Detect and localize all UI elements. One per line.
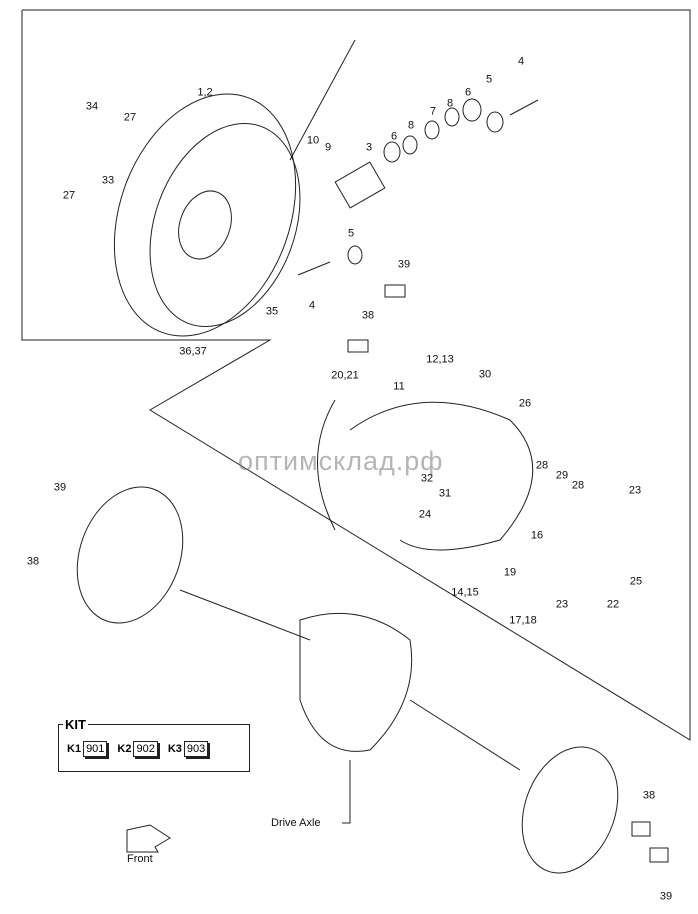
boot-5a [486,111,504,133]
callout-28a: 28 [535,459,549,472]
kit-title: KIT [63,717,88,732]
kit-items: K1 901 K2 902 K3 903 [67,741,209,757]
callout-17-18: 17,18 [509,614,537,627]
brake-cable [289,39,356,161]
piston-6b [462,98,482,122]
axle-shaft-left [179,589,311,641]
callout-14-15: 14,15 [451,586,479,599]
kit-item-k3: K3 903 [167,741,209,757]
callout-4b: 4 [308,299,316,312]
wheel-cylinder [334,161,386,209]
callout-29: 29 [555,469,569,482]
backing-plate [76,486,184,624]
callout-20-21: 20,21 [331,369,359,382]
callout-35: 35 [265,305,279,318]
callout-10: 10 [306,134,320,147]
boot-5b [347,245,363,265]
callout-32: 32 [420,472,434,485]
callout-31: 31 [438,487,452,500]
callout-11: 11 [393,380,405,393]
callout-36-37: 36,37 [179,345,207,358]
cup-8a [402,135,418,155]
callout-7: 7 [429,105,437,118]
front-label: Front [127,853,153,865]
kit-number: 903 [183,741,209,757]
callout-23a: 23 [628,484,642,497]
callout-6a: 6 [390,130,398,143]
callout-28b: 28 [571,479,585,492]
callout-26: 26 [518,397,532,410]
pin-4a [509,99,539,116]
brake-drum-right [521,746,619,874]
kit-key: K3 [167,743,182,755]
callout-24: 24 [418,508,432,521]
callout-4a: 4 [517,55,525,68]
callout-38c: 38 [642,789,656,802]
callout-38a: 38 [361,309,375,322]
kit-number: 901 [83,741,108,757]
bolt-39c [649,847,669,863]
callout-8a: 8 [407,119,415,132]
callout-9: 9 [324,141,332,154]
callout-27a: 27 [123,111,137,124]
bolt-38a [347,339,369,353]
callout-27b: 27 [62,189,76,202]
section-frame [21,9,691,741]
brake-shoe-left [317,399,336,531]
axle-shaft-right [409,699,521,771]
axle-housing [299,612,413,752]
kit-box: KIT K1 901 K2 902 K3 903 [58,717,250,772]
callout-30: 30 [478,368,492,381]
brake-drum [113,93,297,337]
brake-drum-inner [149,122,301,328]
bolt-39a [384,284,406,298]
callout-1-2: 1,2 [197,86,213,99]
drive-axle-leader [342,760,351,824]
kit-number: 902 [133,741,158,757]
watermark: оптимсклад.рф [238,446,444,476]
callout-39b: 39 [53,481,67,494]
callout-38b: 38 [26,555,40,568]
front-arrow-icon [126,824,171,853]
kit-key: K1 [67,743,82,755]
callout-39c: 39 [659,890,673,903]
callout-16: 16 [530,529,544,542]
kit-item-k2: K2 902 [117,741,158,757]
callout-34: 34 [85,100,99,113]
callout-5b: 5 [347,227,355,240]
callout-5a: 5 [485,73,493,86]
callout-3: 3 [365,141,373,154]
kit-item-k1: K1 901 [67,741,108,757]
callout-25: 25 [629,575,643,588]
pin-4b [297,261,331,276]
callout-33: 33 [101,174,115,187]
callout-6b: 6 [464,86,472,99]
callout-22: 22 [606,598,620,611]
drive-axle-label: Drive Axle [271,817,321,829]
cup-8b [444,107,460,127]
kit-key: K2 [117,743,132,755]
callout-19: 19 [503,566,517,579]
callout-39a: 39 [397,258,411,271]
drum-hub-hole [178,190,232,260]
callout-8b: 8 [446,97,454,110]
piston-6a [383,141,401,163]
brake-shoe [349,401,534,551]
bolt-38c [631,821,651,837]
spring-7 [424,120,440,140]
callout-12-13: 12,13 [426,353,454,366]
callout-23b: 23 [555,598,569,611]
